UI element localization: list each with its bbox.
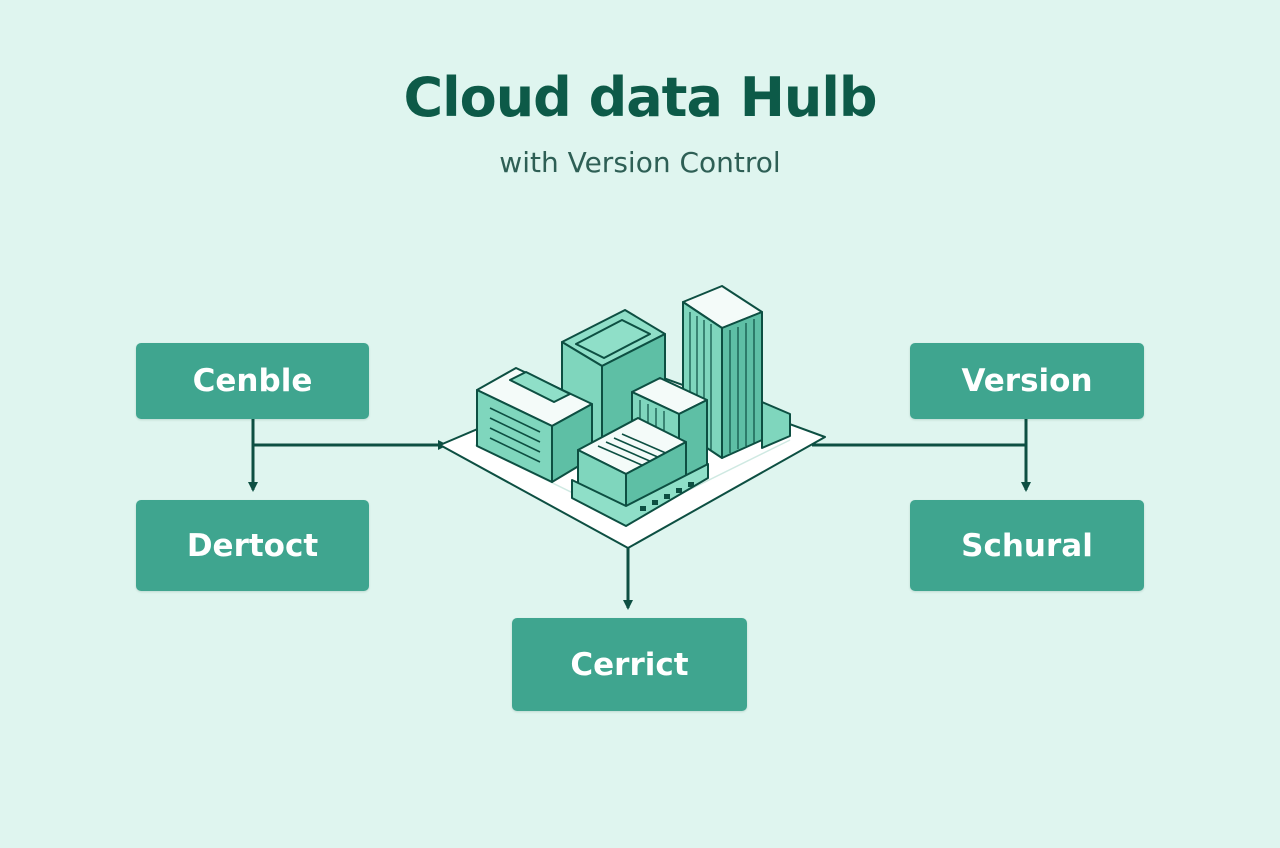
diagram-title: Cloud data Hulb bbox=[403, 66, 877, 129]
node-cerrict[interactable]: Cerrict bbox=[512, 618, 747, 711]
node-dertoct[interactable]: Dertoct bbox=[136, 500, 369, 591]
diagram-subtitle: with Version Control bbox=[499, 146, 781, 179]
data-center-buildings-icon bbox=[439, 285, 826, 549]
node-schural[interactable]: Schural bbox=[910, 500, 1144, 591]
node-cenble[interactable]: Cenble bbox=[136, 343, 369, 419]
hub-building-front bbox=[571, 417, 709, 527]
node-version[interactable]: Version bbox=[910, 343, 1144, 419]
